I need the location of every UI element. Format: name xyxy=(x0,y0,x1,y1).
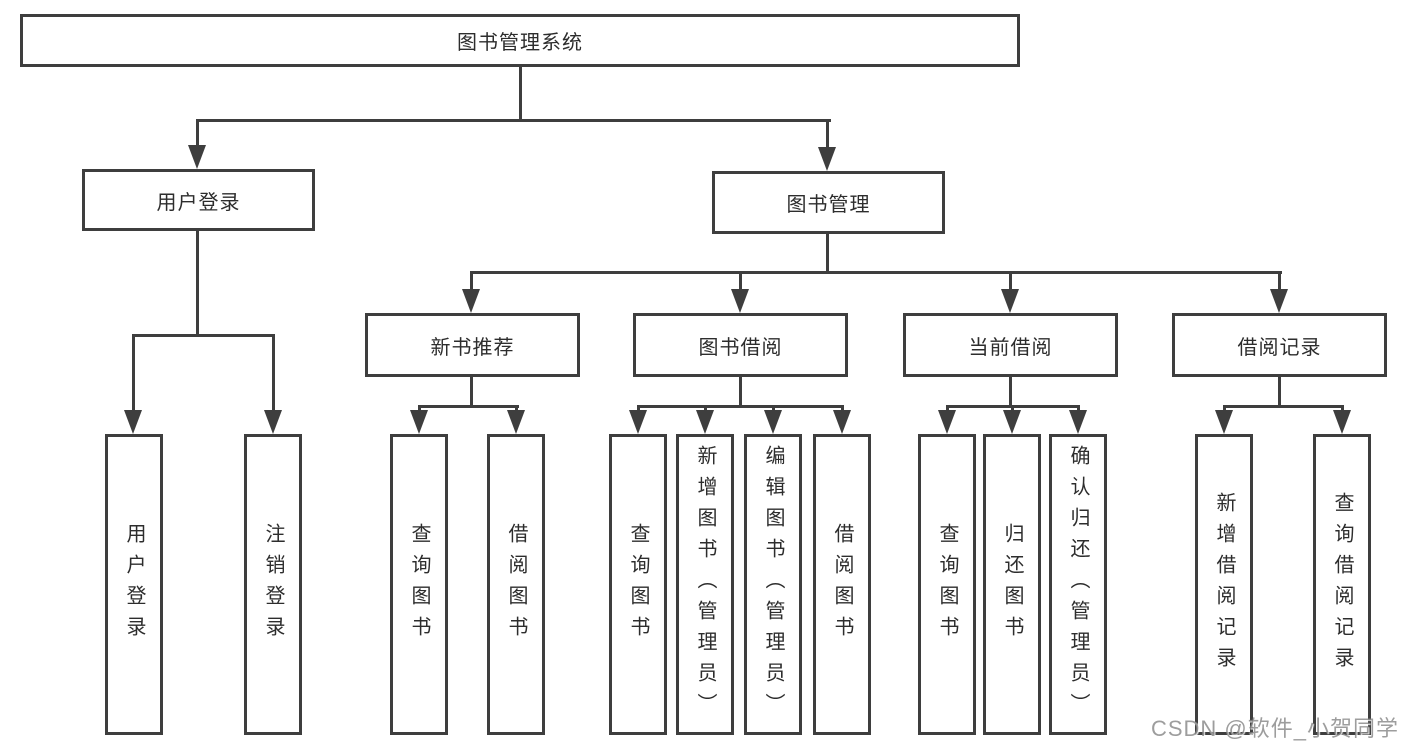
leaf-borrow-books-recommend: 借阅图书 xyxy=(487,434,545,735)
node-label: 注销登录 xyxy=(262,522,284,647)
leaf-logout: 注销登录 xyxy=(244,434,302,735)
node-label: 用户登录 xyxy=(156,191,241,214)
node-new-book-recommendation: 新书推荐 xyxy=(365,313,580,377)
arrow-down-icon xyxy=(462,289,480,313)
connector-line xyxy=(739,271,742,293)
node-label: 新增借阅记录 xyxy=(1213,491,1235,678)
arrow-down-icon xyxy=(507,410,525,434)
node-library-management-system: 图书管理系统 xyxy=(20,14,1020,67)
connector-line xyxy=(470,271,1282,274)
arrow-down-icon xyxy=(1069,410,1087,434)
arrow-down-icon xyxy=(1215,410,1233,434)
node-label: 归还图书 xyxy=(1001,522,1023,647)
node-label: 用户登录 xyxy=(123,522,145,647)
connector-line xyxy=(196,231,199,337)
watermark: CSDN @软件_小贺同学 xyxy=(1150,716,1399,741)
leaf-query-books-current: 查询图书 xyxy=(918,434,976,735)
connector-line xyxy=(637,405,844,408)
node-label: 当前借阅 xyxy=(968,336,1053,359)
node-label: 确认归还（管理员） xyxy=(1067,445,1089,724)
leaf-confirm-return-admin: 确认归还（管理员） xyxy=(1049,434,1107,735)
node-label: 查询图书 xyxy=(408,522,430,647)
connector-line xyxy=(1278,377,1281,408)
arrow-down-icon xyxy=(731,289,749,313)
node-label: 查询图书 xyxy=(627,522,649,647)
arrow-down-icon xyxy=(188,145,206,169)
node-book-borrowing: 图书借阅 xyxy=(633,313,848,377)
arrow-down-icon xyxy=(410,410,428,434)
connector-line xyxy=(272,334,275,414)
node-user-login: 用户登录 xyxy=(82,169,315,231)
node-label: 图书管理 xyxy=(786,194,871,216)
node-label: 新书推荐 xyxy=(430,336,515,359)
node-label: 新增图书（管理员） xyxy=(694,445,716,724)
leaf-query-borrow-record: 查询借阅记录 xyxy=(1313,434,1371,735)
connector-line xyxy=(196,119,831,122)
connector-line xyxy=(132,334,275,337)
connector-line xyxy=(470,271,473,293)
arrow-down-icon xyxy=(264,410,282,434)
leaf-query-books-borrowing: 查询图书 xyxy=(609,434,667,735)
connector-line xyxy=(826,234,829,274)
connector-line xyxy=(519,67,522,122)
connector-line xyxy=(739,377,742,408)
connector-line xyxy=(826,119,829,153)
leaf-edit-book-admin: 编辑图书（管理员） xyxy=(744,434,802,735)
leaf-user-login: 用户登录 xyxy=(105,434,163,735)
leaf-return-books: 归还图书 xyxy=(983,434,1041,735)
node-label: 借阅记录 xyxy=(1237,336,1322,359)
arrow-down-icon xyxy=(696,410,714,434)
arrow-down-icon xyxy=(1333,410,1351,434)
connector-line xyxy=(1009,271,1012,293)
arrow-down-icon xyxy=(1270,289,1288,313)
connector-line xyxy=(418,405,519,408)
leaf-query-books-recommend: 查询图书 xyxy=(390,434,448,735)
connector-line xyxy=(1278,271,1281,293)
connector-line xyxy=(132,334,135,414)
connector-line xyxy=(196,119,199,151)
node-current-borrowing: 当前借阅 xyxy=(903,313,1118,377)
node-label: 图书借阅 xyxy=(698,336,783,359)
connector-line xyxy=(1009,377,1012,408)
arrow-down-icon xyxy=(1001,289,1019,313)
node-label: 查询借阅记录 xyxy=(1331,491,1353,678)
node-label: 编辑图书（管理员） xyxy=(762,445,784,724)
arrow-down-icon xyxy=(764,410,782,434)
node-label: 借阅图书 xyxy=(831,522,853,647)
leaf-borrow-books-borrowing: 借阅图书 xyxy=(813,434,871,735)
arrow-down-icon xyxy=(124,410,142,434)
arrow-down-icon xyxy=(629,410,647,434)
connector-line xyxy=(1223,405,1344,408)
connector-line xyxy=(470,377,473,408)
node-borrowing-records: 借阅记录 xyxy=(1172,313,1387,377)
leaf-add-borrow-record: 新增借阅记录 xyxy=(1195,434,1253,735)
node-book-management: 图书管理 xyxy=(712,171,945,234)
node-label: 查询图书 xyxy=(936,522,958,647)
arrow-down-icon xyxy=(818,147,836,171)
leaf-add-book-admin: 新增图书（管理员） xyxy=(676,434,734,735)
arrow-down-icon xyxy=(833,410,851,434)
arrow-down-icon xyxy=(1003,410,1021,434)
node-label: 图书管理系统 xyxy=(457,32,583,54)
arrow-down-icon xyxy=(938,410,956,434)
node-label: 借阅图书 xyxy=(505,522,527,647)
